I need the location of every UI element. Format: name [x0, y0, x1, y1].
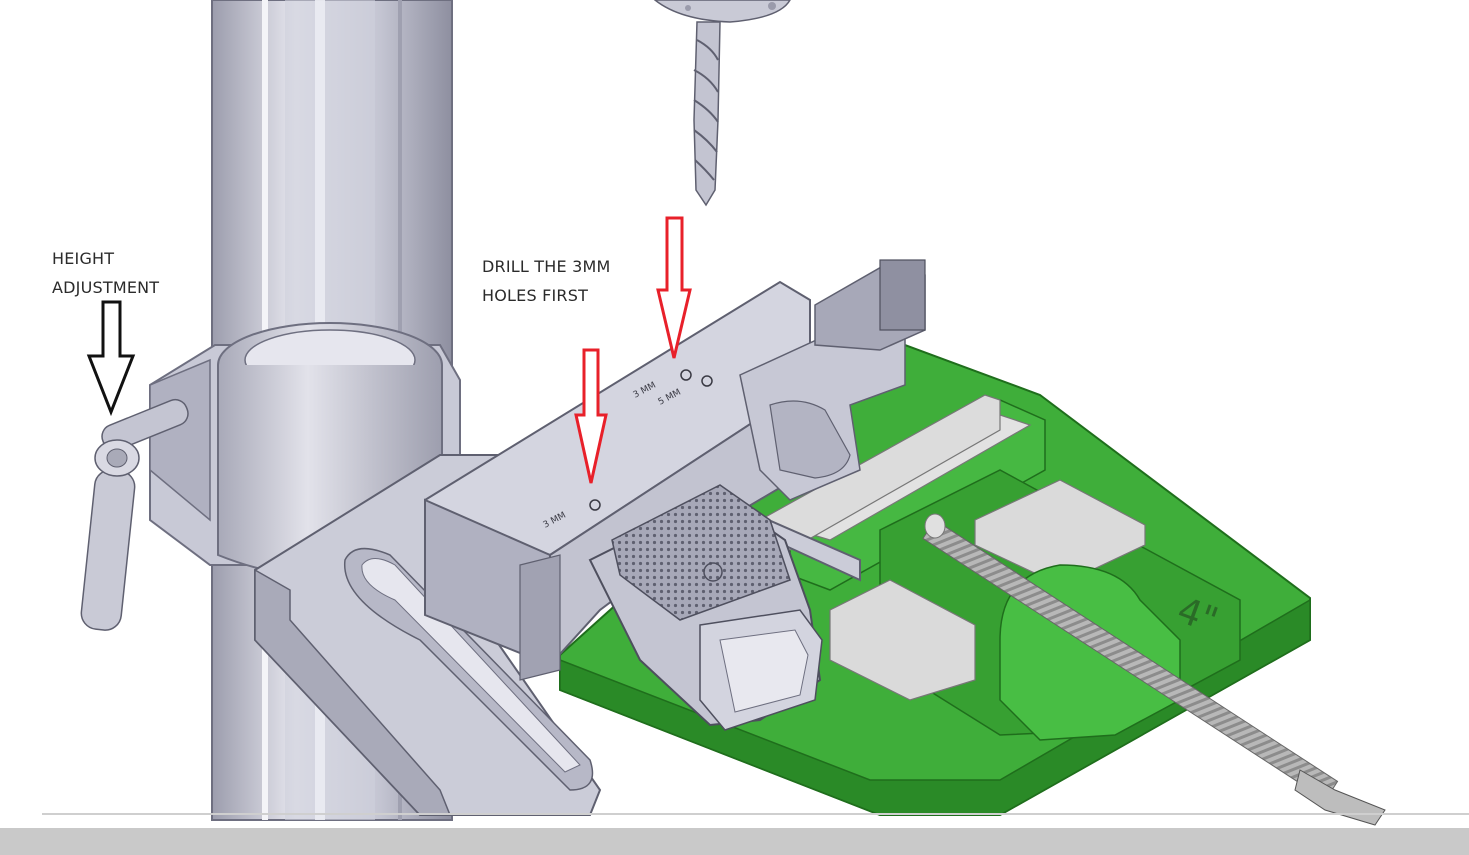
height-adjustment-label-line-1: HEIGHT — [52, 249, 115, 268]
jig-hole-upper-1 — [680, 369, 692, 381]
drill-instruction-label-line-2: HOLES FIRST — [482, 286, 589, 305]
workpiece — [588, 484, 823, 731]
height-adjustment-arrow — [86, 300, 136, 417]
height-adjustment-label-line-2: ADJUSTMENT — [52, 278, 160, 297]
vise-jaw-plate-2 — [974, 479, 1146, 586]
bottom-bar — [0, 828, 1469, 855]
vise-screw-handle-end — [1294, 769, 1386, 826]
height-adjustment-label: HEIGHT ADJUSTMENT — [52, 244, 159, 302]
vise-jaw-plate-1 — [829, 579, 976, 701]
drill-bit — [693, 21, 721, 207]
drill-instruction-label: DRILL THE 3MM HOLES FIRST — [482, 252, 610, 310]
drill-arrow-upper — [656, 216, 692, 359]
jig-hole-upper-2 — [701, 375, 713, 387]
drill-table — [254, 454, 861, 816]
vise-screw-end-cap — [924, 513, 946, 539]
drill-chuck — [653, 0, 791, 23]
jig-hole-lower — [589, 499, 601, 511]
drill-instruction-label-line-1: DRILL THE 3MM — [482, 257, 611, 276]
drill-arrow-lower — [574, 348, 608, 484]
height-adjustment-handle — [80, 398, 189, 631]
